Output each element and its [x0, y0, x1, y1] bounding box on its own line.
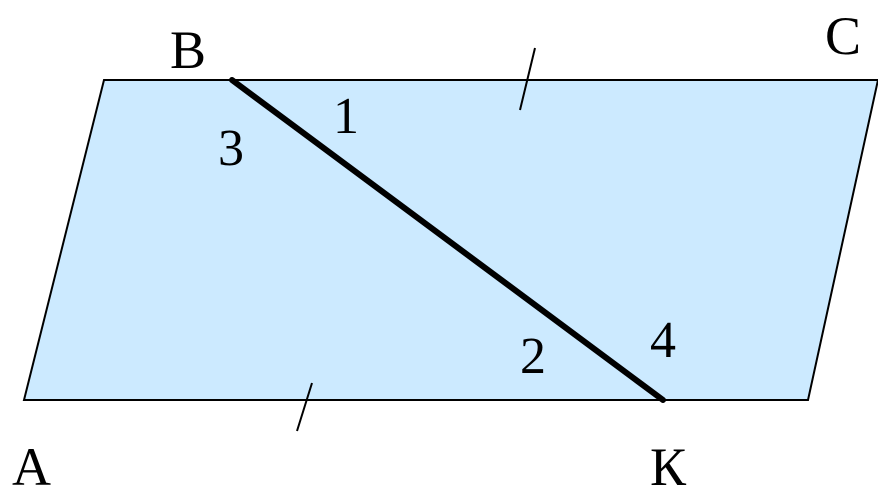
angle-label-2: 2: [520, 328, 546, 385]
tick-mark-top: [519, 47, 536, 111]
angle-label-1: 1: [333, 88, 359, 145]
vertex-label-a: A: [12, 437, 51, 488]
angle-label-4: 4: [650, 312, 676, 369]
bisector-bk: [229, 77, 666, 403]
tick-mark-bottom: [296, 382, 313, 432]
vertex-label-b: B: [170, 20, 206, 80]
angle-label-3: 3: [218, 120, 244, 177]
vertex-label-c: C: [825, 6, 861, 66]
vertex-label-k: К: [650, 437, 687, 488]
